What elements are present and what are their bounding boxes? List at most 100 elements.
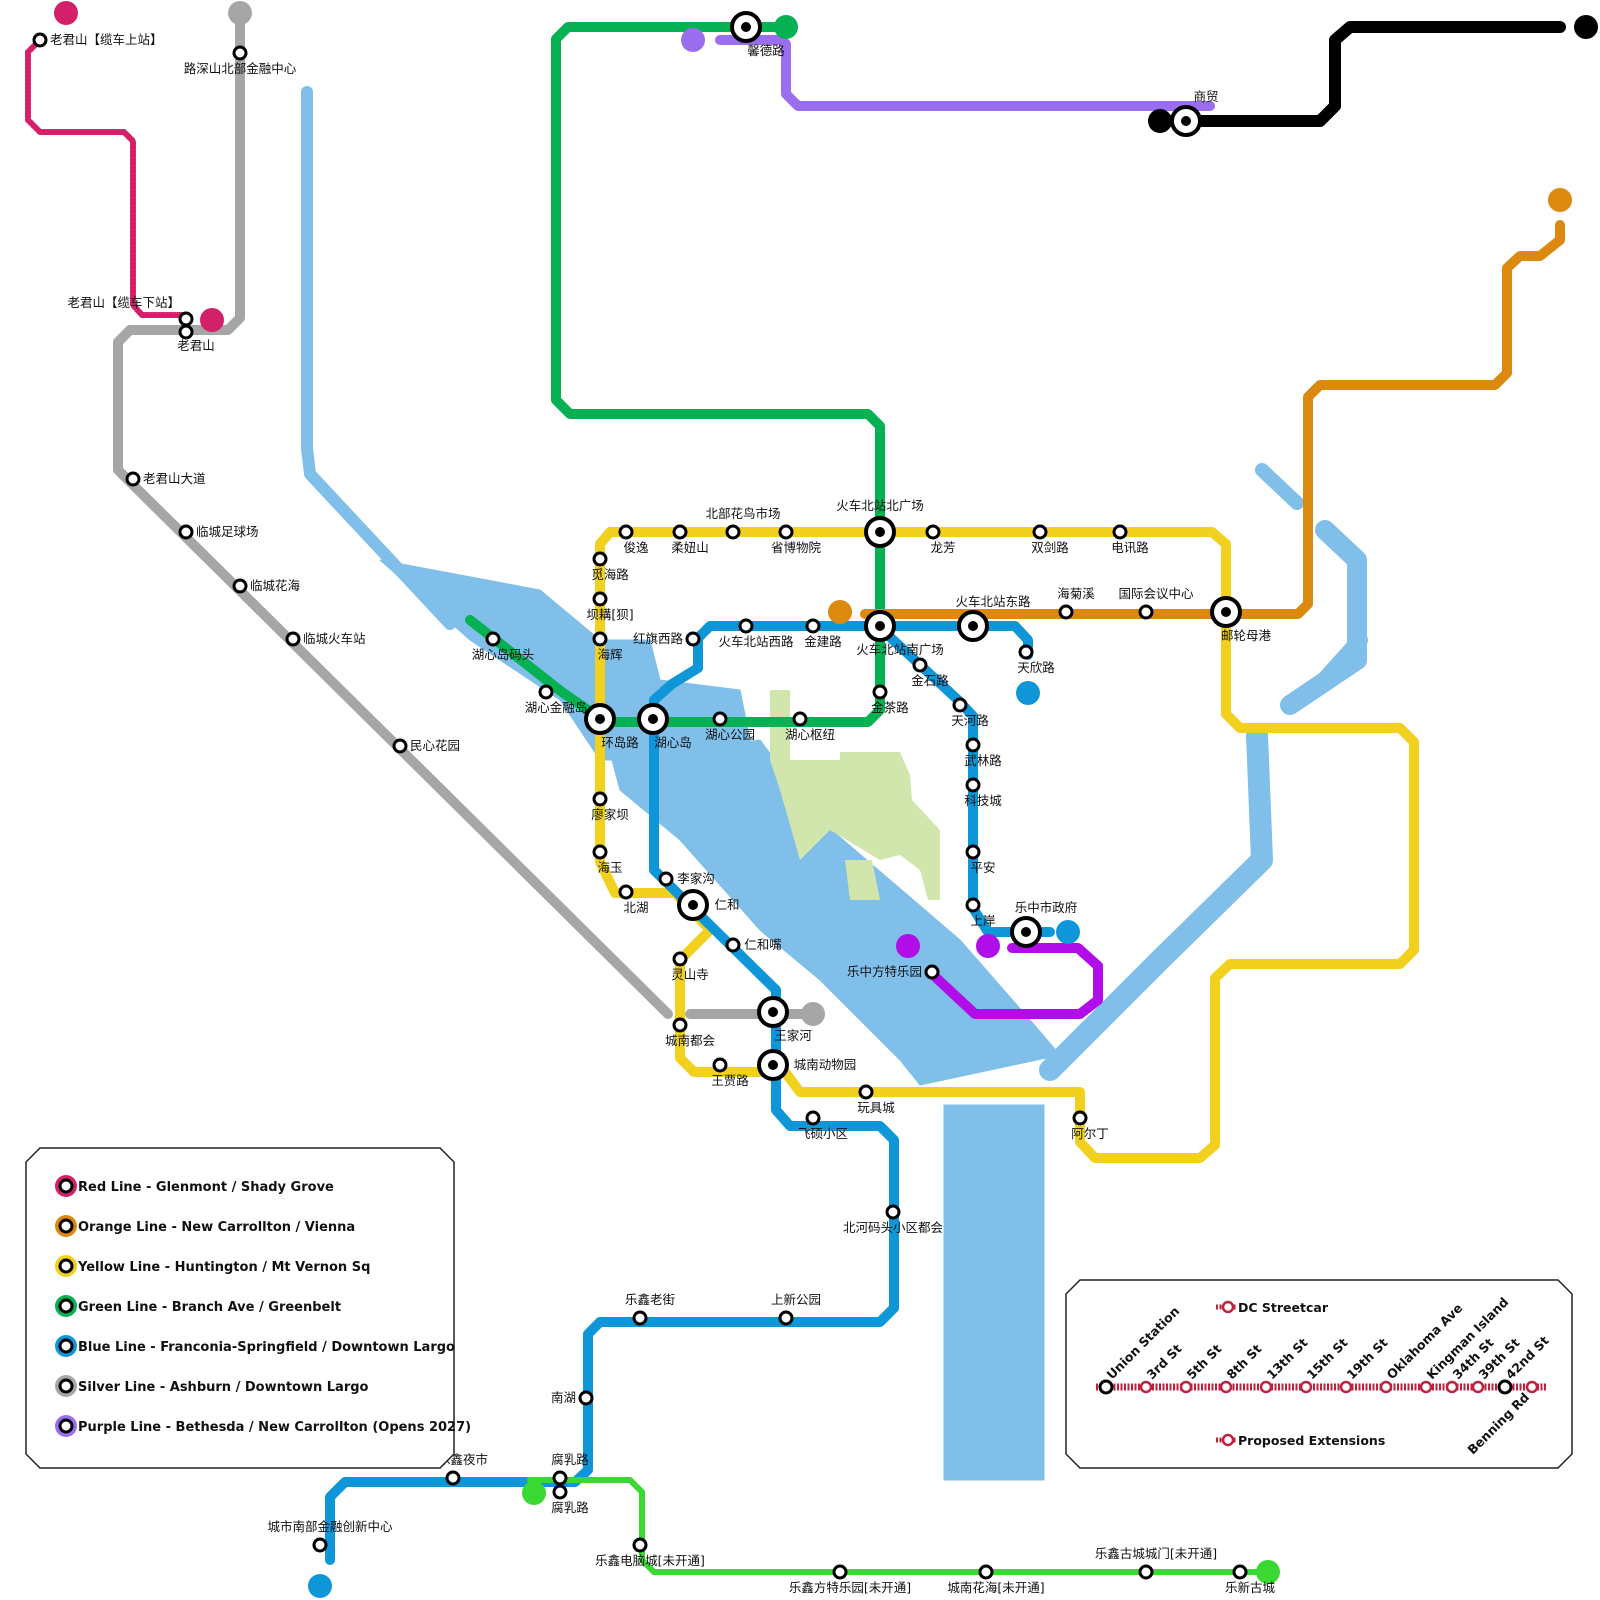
station-rouniushan[interactable]: 柔妞山 xyxy=(671,524,709,555)
station-label: 火车北站东路 xyxy=(955,594,1031,609)
station-bagou[interactable]: 坝耩[狈] xyxy=(586,591,634,622)
station-xinde[interactable]: 馨德路 xyxy=(730,11,785,58)
station-lincheng-rail[interactable]: 临城火车站 xyxy=(285,631,366,647)
station-chengnan-sea[interactable]: 城南花海[未开通] xyxy=(947,1564,1045,1595)
legend-red-line: Red Line - Glenmont / Shady Grove xyxy=(55,1175,334,1197)
station-conference[interactable]: 国际会议中心 xyxy=(1118,586,1194,620)
station-label: 湖心岛码头 xyxy=(472,647,535,662)
station-shuangjian[interactable]: 双剑路 xyxy=(1031,524,1069,555)
station-marker xyxy=(578,1390,594,1406)
station-dianxun[interactable]: 电讯路 xyxy=(1111,524,1149,555)
station-pingan[interactable]: 平安 xyxy=(965,844,996,875)
blue-line xyxy=(325,621,1033,1565)
station-keji[interactable]: 科技城 xyxy=(964,777,1002,808)
station-laojunshan[interactable]: 老君山 xyxy=(177,324,215,353)
station-ancient-gate[interactable]: 乐鑫古城城门[未开通] xyxy=(1095,1546,1217,1580)
station-lushen-north[interactable]: 路深山北部金融中心 xyxy=(184,45,297,76)
station-shangmao[interactable]: 商贸 xyxy=(1170,89,1219,137)
station-feishuo[interactable]: 飞硕小区 xyxy=(798,1110,848,1141)
station-shangxin-park[interactable]: 上新公园 xyxy=(771,1292,821,1326)
station-themepark[interactable]: 乐中方特乐园 xyxy=(847,964,940,980)
station-jinjian[interactable]: 金建路 xyxy=(804,618,842,649)
station-haiyu[interactable]: 海玉 xyxy=(592,844,623,875)
station-toy[interactable]: 玩具城 xyxy=(857,1084,895,1115)
station-jincha[interactable]: 金茶路 xyxy=(871,684,909,715)
station-mihai[interactable]: 觅海路 xyxy=(591,551,629,582)
station-tianxin[interactable]: 天欣路 xyxy=(1017,644,1055,675)
station-zoo[interactable]: 城南动物园 xyxy=(757,1049,856,1081)
station-marker xyxy=(725,937,741,953)
legend-label: Orange Line - New Carrollton / Vienna xyxy=(78,1220,355,1235)
streetcar-stop-marker xyxy=(1379,1380,1393,1394)
station-north-flower[interactable]: 北部花鸟市场 xyxy=(705,506,781,540)
station-liaojiaba[interactable]: 廖家坝 xyxy=(591,791,629,822)
station-label: 金建路 xyxy=(804,634,842,649)
station-haijuxi[interactable]: 海菊溪 xyxy=(1057,586,1095,620)
station-furu[interactable]: 腐乳路 xyxy=(551,1484,589,1515)
station-furu[interactable]: 腐乳路 xyxy=(551,1452,589,1486)
river-northwest xyxy=(301,86,456,630)
water-bodies xyxy=(301,86,1368,1481)
station-haihui[interactable]: 海辉 xyxy=(592,631,623,662)
station-tianhe[interactable]: 天河路 xyxy=(951,697,989,728)
station-chengnan-center[interactable]: 城南都会 xyxy=(665,1017,716,1048)
transfer-dot xyxy=(1181,116,1191,126)
station-south-square[interactable]: 火车北站南广场 xyxy=(856,610,944,657)
station-lijiagou[interactable]: 李家沟 xyxy=(658,871,715,887)
station-beihu[interactable]: 北湖 xyxy=(618,884,649,915)
station-marker xyxy=(1058,604,1074,620)
station-marker xyxy=(632,1310,648,1326)
station-pier[interactable]: 湖心岛码头 xyxy=(472,631,535,662)
station-longfang[interactable]: 龙芳 xyxy=(925,524,956,555)
station-fantawild[interactable]: 乐鑫方特乐园[未开通] xyxy=(789,1564,911,1595)
station-station-e[interactable]: 火车北站东路 xyxy=(955,594,1031,642)
station-cruise[interactable]: 邮轮母港 xyxy=(1210,596,1271,643)
streetcar-stop-marker xyxy=(1339,1380,1353,1394)
station-marker xyxy=(178,311,194,327)
station-city-gov[interactable]: 乐中市政府 xyxy=(1010,900,1077,948)
station-laojunshan-upper[interactable]: 老君山【缆车上站】 xyxy=(32,32,163,48)
station-renhe[interactable]: 仁和 xyxy=(677,889,740,921)
station-electronics[interactable]: 乐鑫电脑城[未开通] xyxy=(595,1537,705,1568)
station-hongqi-w[interactable]: 红旗西路 xyxy=(633,631,701,647)
station-huxin-park[interactable]: 湖心公园 xyxy=(705,711,755,742)
station-shangan[interactable]: 上岸 xyxy=(965,897,996,928)
legend-label: Blue Line - Franconia-Springfield / Down… xyxy=(78,1340,455,1355)
streetcar-title: DC Streetcar xyxy=(1238,1300,1329,1315)
station-wangjiahe[interactable]: 王家河 xyxy=(757,996,812,1043)
station-lincheng-stadium[interactable]: 临城足球场 xyxy=(178,524,259,540)
station-huxindao[interactable]: 湖心岛 xyxy=(637,703,692,750)
station-laojunshan-lower[interactable]: 老君山【缆车下站】 xyxy=(67,295,194,327)
station-wangjia-rd[interactable]: 王贾路 xyxy=(711,1057,749,1088)
station-minxin[interactable]: 民心花园 xyxy=(392,738,460,754)
station-wulin[interactable]: 武林路 xyxy=(964,737,1002,768)
station-jinshi[interactable]: 金石路 xyxy=(911,657,949,688)
station-label: 海菊溪 xyxy=(1057,586,1095,601)
station-lingshan[interactable]: 灵山寺 xyxy=(671,951,709,982)
proposed-label: Proposed Extensions xyxy=(1238,1433,1385,1448)
station-huandao[interactable]: 环岛路 xyxy=(584,703,639,750)
station-renhezui[interactable]: 仁和嘴 xyxy=(725,937,782,953)
station-beihe[interactable]: 北河码头小区都会 xyxy=(843,1204,944,1235)
station-label: 北河码头小区都会 xyxy=(843,1220,944,1235)
station-marker xyxy=(485,631,501,647)
station-laojunshan-ave[interactable]: 老君山大道 xyxy=(125,471,206,487)
station-label: 乐鑫老街 xyxy=(625,1292,675,1307)
station-finance-island[interactable]: 湖心金融岛 xyxy=(525,684,588,715)
station-ancient-city[interactable]: 乐新古城 xyxy=(1225,1564,1276,1595)
station-label: 天河路 xyxy=(951,713,989,728)
station-lincheng-flower[interactable]: 临城花海 xyxy=(232,578,301,594)
station-marker xyxy=(178,524,194,540)
station-junyi[interactable]: 俊逸 xyxy=(618,524,649,555)
station-label: 北湖 xyxy=(623,900,648,915)
station-aladdin[interactable]: 阿尔丁 xyxy=(1071,1110,1109,1141)
magenta-line xyxy=(925,943,1103,1019)
station-museum[interactable]: 省博物院 xyxy=(771,524,822,555)
station-south-fin[interactable]: 城市南部金融创新中心 xyxy=(267,1519,393,1553)
station-label: 老君山 xyxy=(177,338,215,353)
station-station-w[interactable]: 火车北站西路 xyxy=(718,618,794,649)
station-huxin-hub[interactable]: 湖心枢纽 xyxy=(785,711,835,742)
station-north-square[interactable]: 火车北站北广场 xyxy=(836,498,924,548)
station-nanhu[interactable]: 南湖 xyxy=(551,1390,594,1406)
station-laojie[interactable]: 乐鑫老街 xyxy=(625,1292,675,1326)
